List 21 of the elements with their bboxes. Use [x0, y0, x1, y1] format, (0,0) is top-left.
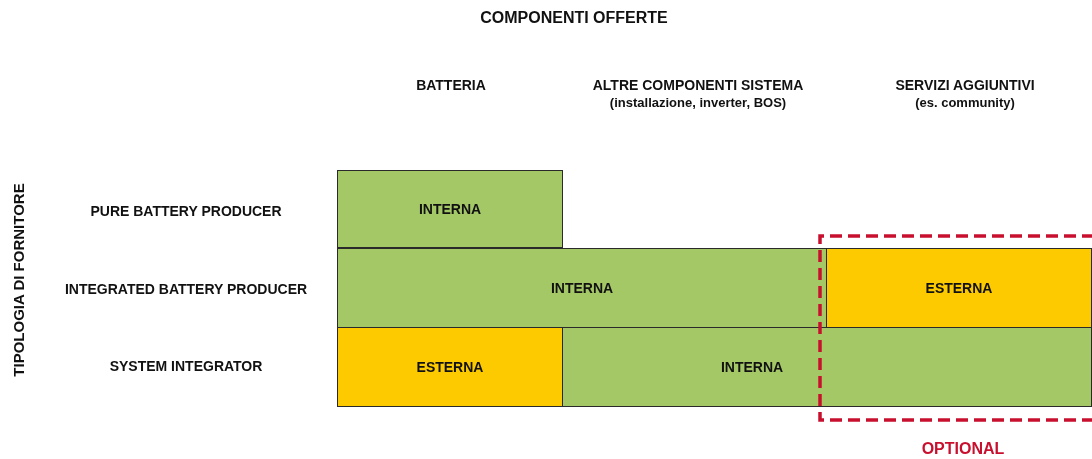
column-subheader: (installazione, inverter, BOS) [609, 95, 787, 110]
cell-text: INTERNA [720, 359, 784, 375]
row-header: SYSTEM INTEGRATOR [109, 358, 263, 374]
cell-text: ESTERNA [416, 359, 484, 375]
row-header: PURE BATTERY PRODUCER [90, 203, 282, 219]
column-header: BATTERIA [416, 77, 486, 93]
axis-label: TIPOLOGIA DI FORNITORE [9, 183, 27, 377]
cell-bar [562, 327, 1092, 407]
row-header: INTEGRATED BATTERY PRODUCER [64, 281, 308, 297]
region-label: OPTIONAL [921, 440, 1005, 458]
cell-bar [337, 170, 563, 248]
cell-text: INTERNA [550, 280, 614, 296]
column-header: SERVIZI AGGIUNTIVI [895, 77, 1035, 93]
column-subheader: (es. community) [915, 95, 1015, 110]
column-header: ALTRE COMPONENTI SISTEMA [592, 77, 804, 93]
cell-text: ESTERNA [925, 280, 993, 296]
cell-text: INTERNA [418, 201, 482, 217]
diagram-title: COMPONENTI OFFERTE [480, 9, 668, 27]
cell-bar [337, 327, 563, 407]
cell-bar [826, 248, 1092, 328]
cell-bar [337, 248, 827, 328]
